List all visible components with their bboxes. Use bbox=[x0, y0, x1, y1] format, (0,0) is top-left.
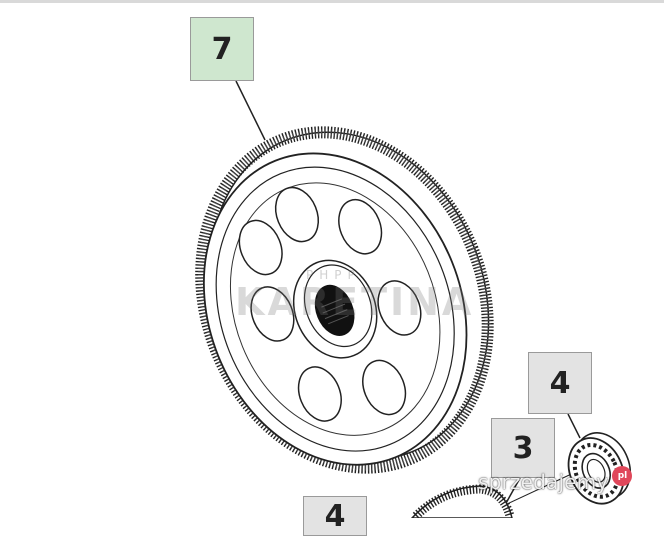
gear-hub-step bbox=[303, 264, 373, 348]
brand-badge: pl bbox=[612, 466, 633, 486]
gear-hole-2 bbox=[338, 198, 383, 255]
large-gear bbox=[195, 126, 494, 474]
callout-pinion: 3 bbox=[491, 418, 555, 478]
gear-hole-4 bbox=[362, 359, 407, 416]
gear-hole-6 bbox=[250, 286, 295, 342]
gear-teeth-inner bbox=[198, 129, 491, 471]
brand-site: sprzedajemy bbox=[478, 470, 609, 494]
callout-gear: 7 bbox=[190, 17, 254, 81]
pinion-teeth bbox=[412, 484, 515, 518]
bearing-balls bbox=[572, 442, 620, 499]
leader-line-axis bbox=[504, 469, 581, 506]
pinion-gear bbox=[410, 484, 515, 518]
gear-hole-7 bbox=[238, 219, 283, 276]
bearing bbox=[567, 432, 631, 505]
callout-lower: 4 bbox=[303, 496, 367, 536]
bearing-bore bbox=[586, 458, 606, 483]
gear-inner-rim bbox=[215, 166, 455, 452]
gear-hole-5 bbox=[297, 366, 342, 422]
parts-diagram bbox=[195, 80, 631, 518]
watermark-sub: PHPP bbox=[306, 268, 361, 282]
leader-line-7 bbox=[235, 80, 266, 141]
gear-hole-3 bbox=[377, 280, 422, 336]
watermark: KARETINA bbox=[235, 280, 475, 324]
gear-bore bbox=[314, 284, 355, 336]
callout-bearing: 4 bbox=[528, 352, 592, 414]
gear-bore-spline bbox=[321, 298, 349, 325]
top-rule bbox=[0, 0, 664, 3]
leader-line-4a bbox=[567, 413, 581, 439]
brand-watermark: sprzedajemy pl bbox=[478, 466, 633, 494]
gear-hole-1 bbox=[274, 186, 320, 243]
